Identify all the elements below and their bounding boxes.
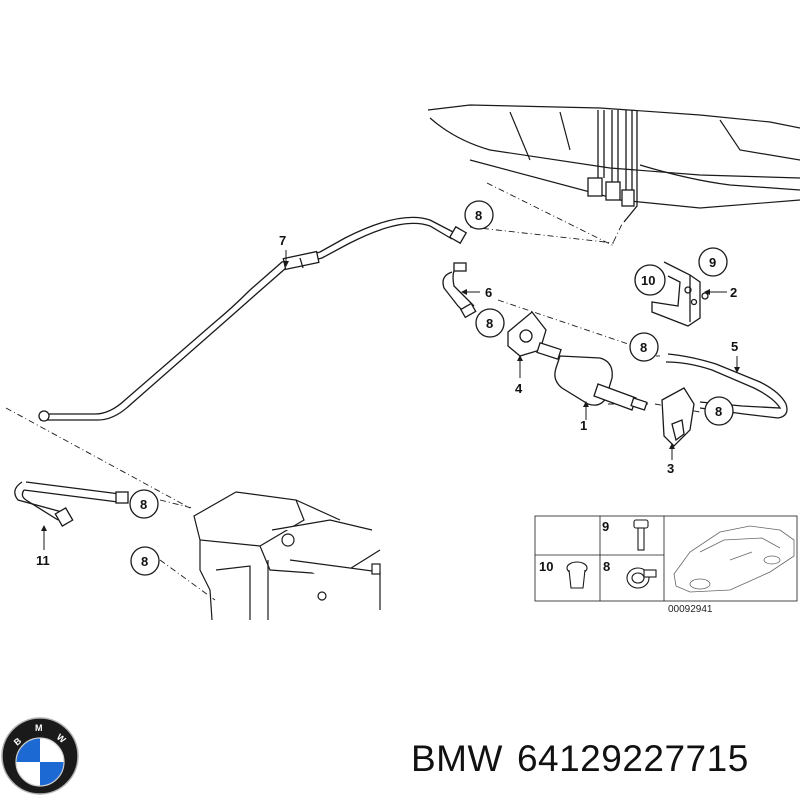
svg-text:M: M [35,723,43,733]
callout-2: 2 [730,285,737,300]
callouts-layer: 7 8 6 8 10 9 2 8 5 4 1 8 3 8 11 8 [36,200,738,576]
callout-circle-8e [129,489,159,519]
callout-circle-8d [704,396,734,426]
pipe-7 [38,216,468,422]
callout-8d: 8 [715,404,722,419]
callout-8c: 8 [640,340,647,355]
callout-6: 6 [485,285,492,300]
part-number: 64129227715 [516,738,749,779]
callout-circle-8b [475,308,505,338]
legend-label-10: 10 [539,559,553,574]
legend-code: 00092941 [668,604,713,615]
callout-circle-8a [464,200,494,230]
callout-4: 4 [515,381,523,396]
callout-circle-9 [698,247,728,277]
brand-name: BMW [411,738,503,779]
callout-1: 1 [580,418,587,433]
callout-8e: 8 [140,497,147,512]
part-caption: BMW 64129227715 [411,738,763,780]
grommet-3 [661,387,695,447]
engine-cover-outline [427,104,800,209]
bmw-roundel-logo: B M W [1,717,79,795]
callout-circle-8c [629,332,659,362]
leader-lines [41,250,740,550]
car-icon [673,525,795,593]
hose-clamp-icon [626,567,657,589]
bracket-2 [651,261,709,327]
callout-10: 10 [641,273,655,288]
callout-11: 11 [36,553,50,568]
legend-label-8: 8 [603,559,610,574]
pump-1 [536,342,648,411]
hose-6 [442,262,477,319]
legend-box: 9 10 8 00092941 [534,515,798,615]
callout-3: 3 [667,461,674,476]
hose-5 [665,353,788,419]
svg-text:B: B [12,735,24,747]
hose-11 [14,481,129,527]
callout-7: 7 [279,233,286,248]
clip-nut-icon [566,561,588,589]
callout-8a: 8 [475,208,482,223]
engine-lines [587,110,638,223]
screw-icon [633,519,649,551]
callout-8f: 8 [141,554,148,569]
callout-circle-10 [634,264,666,296]
legend-label-9: 9 [602,519,609,534]
callout-9: 9 [709,255,716,270]
callout-8b: 8 [486,316,493,331]
callout-circle-8f [130,546,160,576]
callout-5: 5 [731,339,738,354]
housing-bottom [193,491,381,621]
